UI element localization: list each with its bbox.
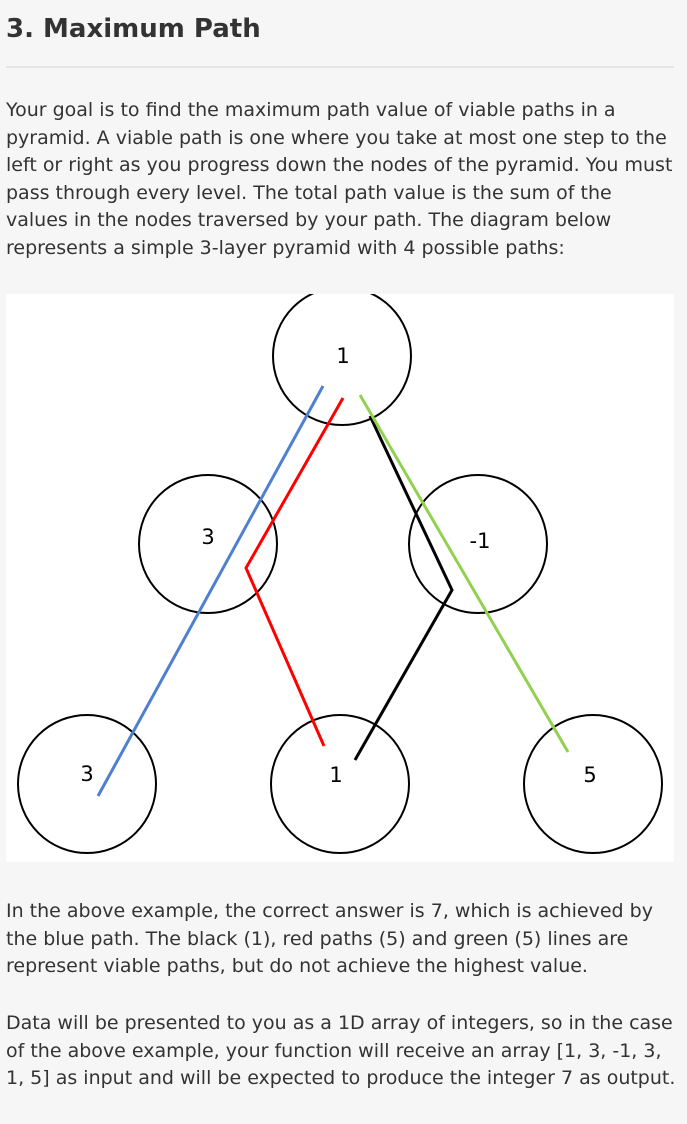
node-label: 1 xyxy=(329,763,342,787)
pyramid-diagram-svg: 1 3 -1 3 1 5 xyxy=(17,294,663,854)
path-red xyxy=(244,397,345,747)
path-blue xyxy=(96,385,325,797)
node-circle xyxy=(138,474,278,614)
node-label: 1 xyxy=(336,344,349,368)
data-paragraph: Data will be presented to you as a 1D ar… xyxy=(6,1012,676,1090)
node-label: 3 xyxy=(201,525,214,549)
title-divider xyxy=(6,66,674,68)
node-middle-right: -1 xyxy=(408,474,548,614)
node-circle xyxy=(408,474,548,614)
pyramid-diagram: 1 3 -1 3 1 5 xyxy=(6,294,674,862)
page-title: 3. Maximum Path xyxy=(6,14,261,44)
node-middle-left: 3 xyxy=(138,474,278,614)
node-label: -1 xyxy=(470,529,491,553)
node-circle xyxy=(523,714,663,854)
node-bottom-right: 5 xyxy=(523,714,663,854)
node-circle xyxy=(272,294,412,426)
node-bottom-left: 3 xyxy=(17,714,157,854)
node-label: 3 xyxy=(80,762,93,786)
answer-paragraph: In the above example, the correct answer… xyxy=(6,900,653,978)
node-top: 1 xyxy=(272,294,412,426)
node-circle xyxy=(270,714,410,854)
intro-paragraph: Your goal is to find the maximum path va… xyxy=(6,99,673,259)
node-bottom-center: 1 xyxy=(270,714,410,854)
node-label: 5 xyxy=(583,763,596,787)
node-circle xyxy=(17,714,157,854)
path-black xyxy=(353,415,454,761)
path-green xyxy=(358,394,570,753)
